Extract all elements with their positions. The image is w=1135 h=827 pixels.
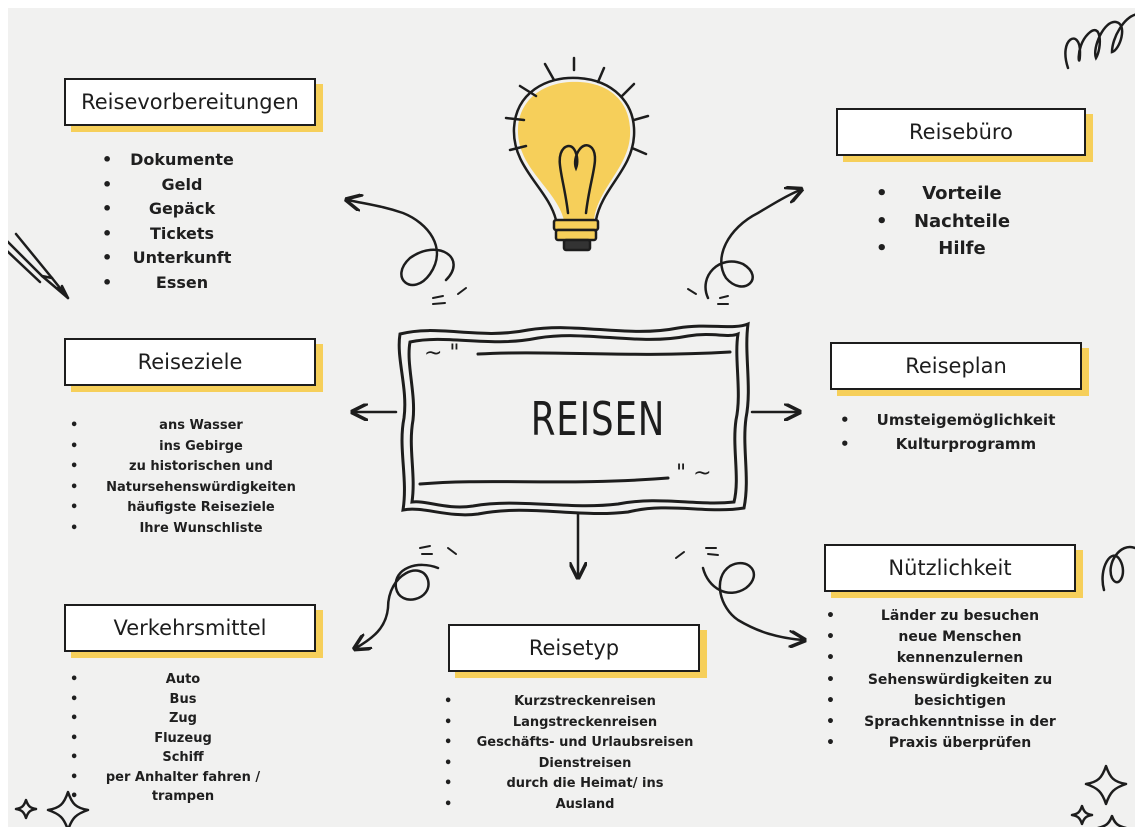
list-reiseziele: ans Wasser ins Gebirge zu historischen u… xyxy=(70,416,332,539)
decorations: ~ " " ~ xyxy=(8,13,1135,827)
list-item: Vorteile xyxy=(876,180,1048,208)
curly-arrow-nuetzlichkeit xyxy=(701,561,803,640)
list-nuetzlichkeit: Länder zu besuchen neue Menschen kennenz… xyxy=(826,606,1094,755)
svg-text:" ~: " ~ xyxy=(676,461,712,486)
svg-text:~ ": ~ " xyxy=(424,341,460,366)
list-item: Kurzstreckenreisen xyxy=(444,692,726,713)
list-item: Nachteile xyxy=(876,208,1048,236)
list-item: kennenzulernen xyxy=(826,648,1094,669)
list-item: Fluzeug xyxy=(70,729,296,749)
box-reisebuero: Reisebüro xyxy=(836,108,1086,156)
list-reisevorbereitungen: Dokumente Geld Gepäck Tickets Unterkunft… xyxy=(102,148,262,295)
list-item: Ihre Wunschliste xyxy=(70,519,332,540)
box-reiseziele: Reiseziele xyxy=(64,338,316,386)
list-item: Bus xyxy=(70,690,296,710)
list-item: Geschäfts- und Urlaubsreisen xyxy=(444,733,726,754)
list-item: Umsteigemöglichkeit xyxy=(840,408,1092,432)
list-item: neue Menschen xyxy=(826,627,1094,648)
box-reisetyp: Reisetyp xyxy=(448,624,700,672)
list-verkehrsmittel: Auto Bus Zug Fluzeug Schiff per Anhalter… xyxy=(70,670,296,807)
list-item: Tickets xyxy=(102,222,262,247)
list-item: Sprachkenntnisse in der xyxy=(826,712,1094,733)
list-item: Zug xyxy=(70,709,296,729)
list-item: Praxis überprüfen xyxy=(826,733,1094,754)
list-item: Unterkunft xyxy=(102,246,262,271)
box-reisevorbereitungen: Reisevorbereitungen xyxy=(64,78,316,126)
list-item: Gepäck xyxy=(102,197,262,222)
list-reisebuero: Vorteile Nachteile Hilfe xyxy=(876,180,1048,263)
central-title: REISEN xyxy=(530,392,666,446)
list-item: Geld xyxy=(102,173,262,198)
list-item: Sehenswürdigkeiten zu xyxy=(826,670,1094,691)
list-reisetyp: Kurzstreckenreisen Langstreckenreisen Ge… xyxy=(444,692,726,815)
list-item: Dienstreisen xyxy=(444,754,726,775)
list-item: Schiff xyxy=(70,748,296,768)
list-reiseplan: Umsteigemöglichkeit Kulturprogramm xyxy=(840,408,1092,456)
list-item: Langstreckenreisen xyxy=(444,713,726,734)
box-reiseplan: Reiseplan xyxy=(830,342,1082,390)
sparkle-icon xyxy=(14,764,1128,827)
list-item: Kulturprogramm xyxy=(840,432,1092,456)
curly-arrow-verkehrsmittel xyxy=(356,563,440,648)
squiggle-right-icon xyxy=(1101,545,1135,592)
box-nuetzlichkeit: Nützlichkeit xyxy=(824,544,1076,592)
list-item: Auto xyxy=(70,670,296,690)
list-item: besichtigen xyxy=(826,691,1094,712)
list-item: häufigste Reiseziele xyxy=(70,498,332,519)
list-item: ans Wasser xyxy=(70,416,332,437)
list-item: durch die Heimat/ ins xyxy=(444,774,726,795)
list-item: per Anhalter fahren / xyxy=(70,768,296,788)
list-item: ins Gebirge xyxy=(70,437,332,458)
list-item: Dokumente xyxy=(102,148,262,173)
box-verkehrsmittel: Verkehrsmittel xyxy=(64,604,316,652)
lightbulb-icon xyxy=(504,56,650,252)
central-frame xyxy=(397,321,750,517)
squiggle-icon xyxy=(1064,13,1135,70)
list-item: Länder zu besuchen xyxy=(826,606,1094,627)
curly-arrow-vorbereitungen xyxy=(348,200,455,287)
mindmap-board: ~ " " ~ xyxy=(8,8,1135,827)
curly-arrow-reisebuero xyxy=(704,190,800,300)
list-item: zu historischen und xyxy=(70,457,332,478)
pencil-icon xyxy=(8,232,70,300)
list-item: Hilfe xyxy=(876,235,1048,263)
list-item: trampen xyxy=(70,787,296,807)
list-item: Ausland xyxy=(444,795,726,816)
list-item: Natursehenswürdigkeiten xyxy=(70,478,332,499)
list-item: Essen xyxy=(102,271,262,296)
